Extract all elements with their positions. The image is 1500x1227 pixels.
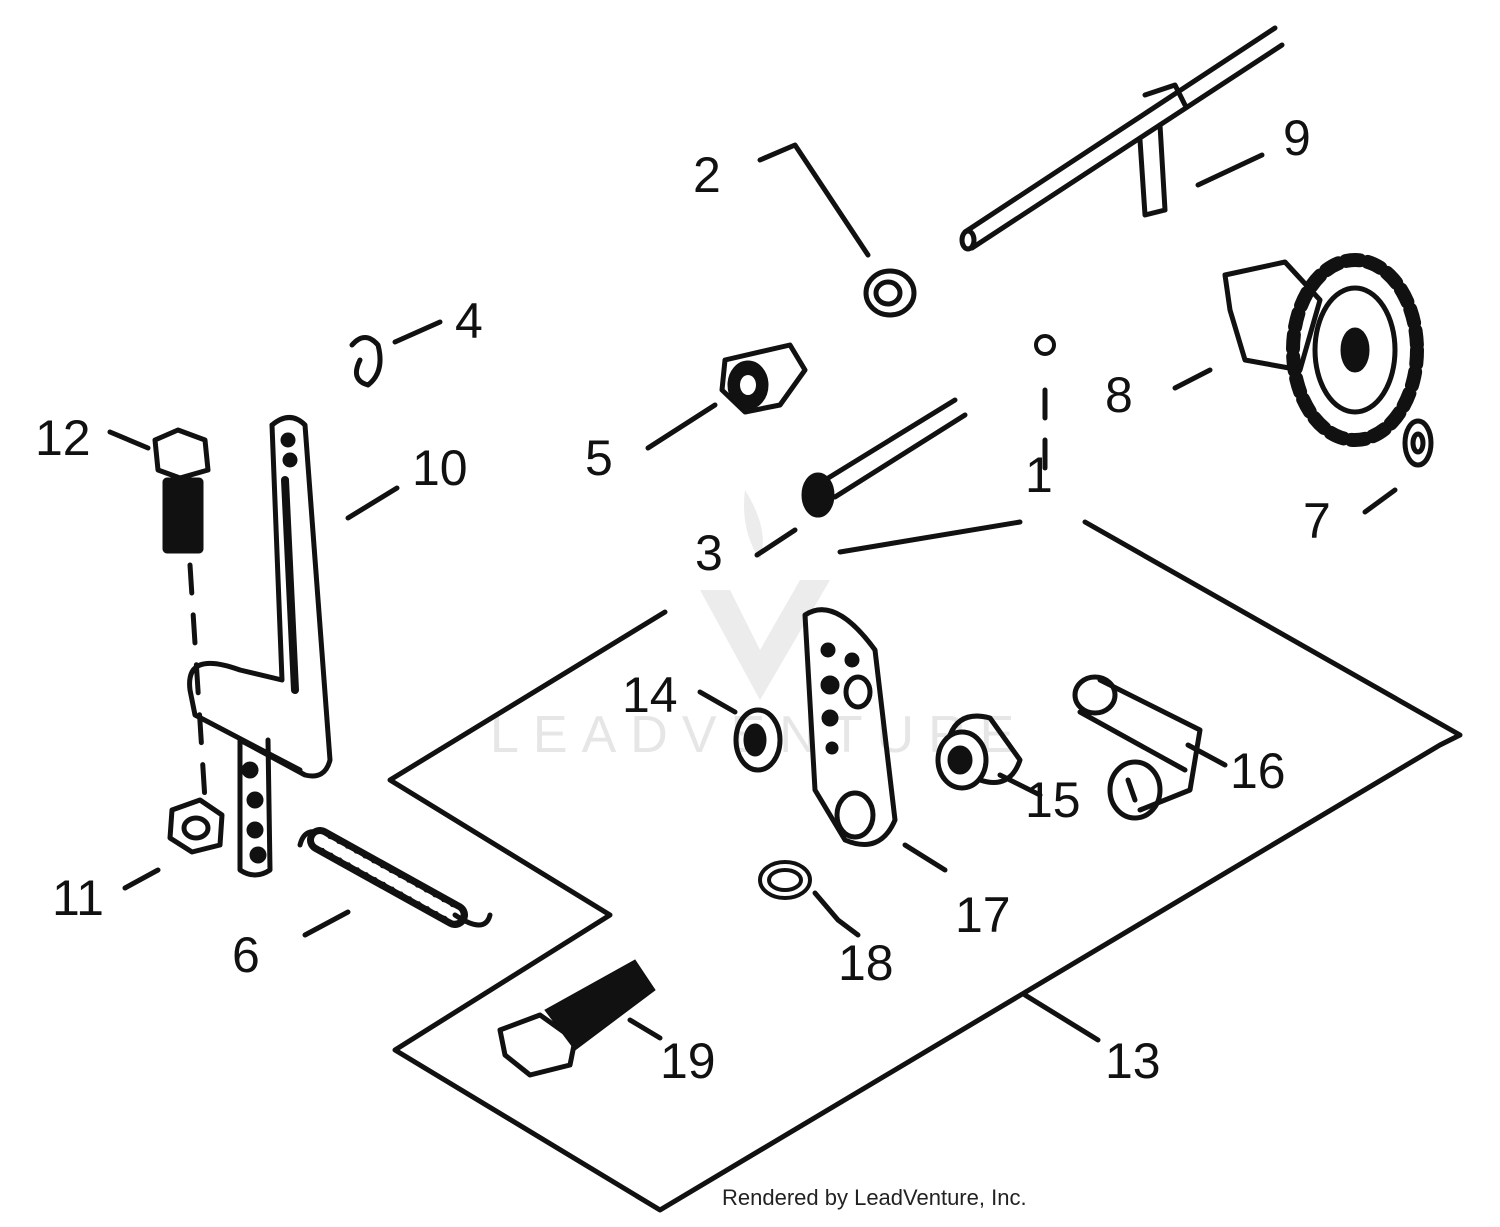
- callout-14: 14: [622, 667, 678, 723]
- callout-2: 2: [693, 147, 721, 203]
- credit-line: Rendered by LeadVenture, Inc.: [722, 1185, 1027, 1210]
- callout-9: 9: [1283, 110, 1311, 166]
- part-2-bushing: [863, 268, 917, 318]
- callout-19: 19: [660, 1033, 716, 1089]
- part-12-bolt: [152, 427, 211, 554]
- callout-8: 8: [1105, 367, 1133, 423]
- part-8-gear: [1222, 253, 1424, 447]
- callout-6: 6: [232, 927, 260, 983]
- part-5-cap-nut: [719, 342, 808, 415]
- callout-13: 13: [1105, 1033, 1161, 1089]
- watermark-logo: [700, 490, 830, 700]
- part-7-washer: [1402, 418, 1434, 468]
- part-15-bushing: [935, 713, 1023, 791]
- part-14-washer: [733, 707, 783, 773]
- base-plate: [387, 519, 1463, 1213]
- callout-5: 5: [585, 430, 613, 486]
- callout-10: 10: [412, 440, 468, 496]
- callout-7: 7: [1303, 493, 1331, 549]
- callout-12: 12: [35, 410, 91, 466]
- callout-1: 1: [1025, 447, 1053, 503]
- callout-15: 15: [1025, 772, 1081, 828]
- part-18-clip: [758, 860, 812, 900]
- callout-3: 3: [695, 525, 723, 581]
- leader-lines: [107, 142, 1398, 1043]
- part-1-ball: [1034, 334, 1056, 356]
- part-10-lever: [187, 415, 333, 878]
- part-9-shaft: [959, 25, 1285, 252]
- callout-16: 16: [1230, 743, 1286, 799]
- callout-11: 11: [52, 870, 104, 926]
- part-6-spring: [297, 827, 493, 928]
- assembly-lines: [187, 387, 1048, 803]
- callout-4: 4: [455, 293, 483, 349]
- part-4-clip: [349, 335, 383, 388]
- callout-17: 17: [955, 887, 1011, 943]
- part-3-pin: [801, 397, 968, 518]
- part-11-nut: [167, 797, 225, 855]
- part-17-link-plate: [802, 607, 898, 847]
- part-19-bolt: [497, 959, 656, 1078]
- callout-labels: 1 2 3 4 5 6 7 8 9 10 11 12 13 14 15 16 1…: [35, 110, 1331, 1089]
- part-16-clevis: [1072, 674, 1203, 821]
- callout-18: 18: [838, 935, 894, 991]
